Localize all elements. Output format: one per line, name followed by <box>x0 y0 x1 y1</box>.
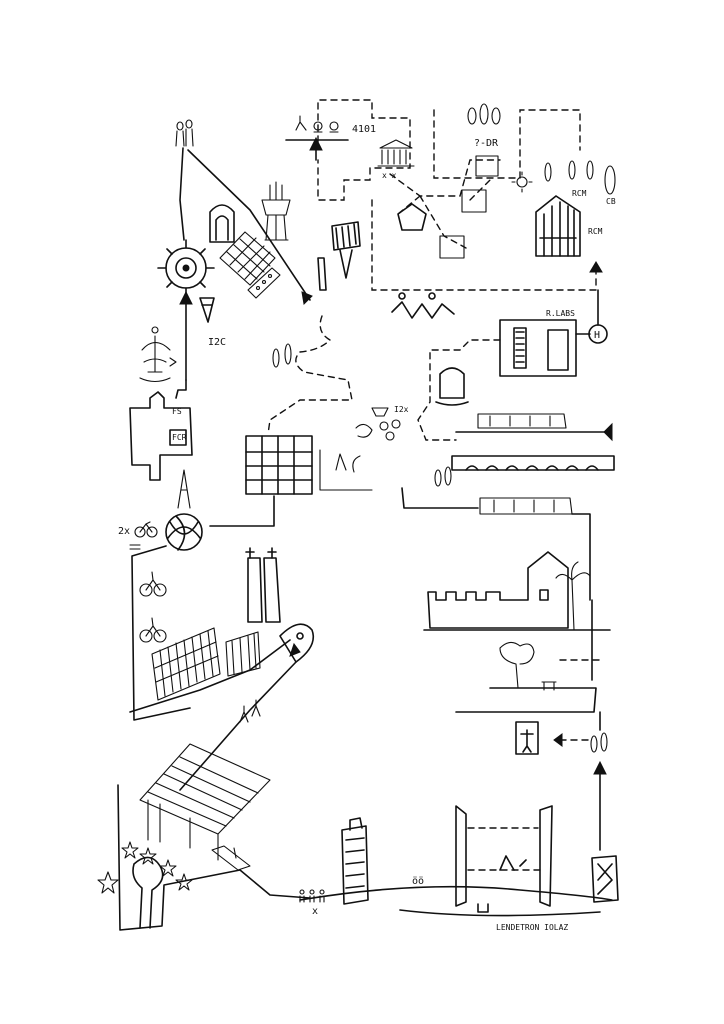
dashed-loop-top <box>317 99 411 201</box>
tree-icon-bottom-left <box>132 856 164 929</box>
roundabout-icon <box>157 239 215 297</box>
label-rcm-top: RCM <box>572 189 587 198</box>
route-line-top-left <box>179 147 185 241</box>
arrow-up-right <box>593 760 607 775</box>
label-x-bottom: x <box>312 906 318 917</box>
stadium-icon <box>279 623 315 663</box>
r-labs-building <box>499 319 577 377</box>
bowl-icon <box>371 407 389 417</box>
walking-figures-small <box>239 699 261 723</box>
tram-icon-bottom <box>479 497 573 515</box>
route-line-viaduct <box>401 487 479 509</box>
ground-line-tree <box>455 687 597 713</box>
pentagon-node <box>397 203 427 231</box>
zigzag-sun-row <box>391 292 455 319</box>
star-icons <box>97 841 193 894</box>
route-line-knot-down <box>131 545 191 721</box>
barn-building-icon <box>535 195 581 257</box>
route-line-diagonal <box>187 149 311 301</box>
frame-left-bottom <box>117 784 311 931</box>
gateway-bridge-icon <box>399 805 601 917</box>
label-bottom-caption: LENDETRON IOLAZ <box>496 923 568 932</box>
label-rcm-mid: RCM <box>588 227 603 236</box>
window-figure-icon <box>515 721 539 755</box>
palm-tree-icon <box>555 561 591 631</box>
dashed-loop-top-right <box>433 109 581 179</box>
arrow-left-window <box>553 733 563 747</box>
label-2x: 2x <box>118 526 130 537</box>
arrow-to-stadium <box>289 642 301 657</box>
label-cb: CB <box>606 197 616 206</box>
temple-icon <box>377 139 415 167</box>
tombstone-icon <box>435 367 469 406</box>
ground-curve-bottom <box>299 885 613 901</box>
dashed-winding-mid <box>267 315 353 435</box>
label-xx: x x <box>382 171 397 180</box>
arrow-up-top <box>309 136 323 151</box>
route-line-tram-bottom <box>571 513 591 601</box>
route-line-grid-left <box>209 495 275 527</box>
wall-houses-row <box>427 551 569 629</box>
arrow-down-pier <box>301 291 313 306</box>
people-group-top <box>295 115 339 133</box>
figures-top-right <box>467 103 501 125</box>
route-line-h <box>575 289 599 335</box>
label-fcr: FCR <box>172 433 187 442</box>
cone-icon <box>199 297 215 323</box>
carousel-icon <box>139 326 177 383</box>
tram-icon-top <box>477 413 567 429</box>
arch-doorway-icon <box>209 204 235 243</box>
label-dots: öö <box>412 876 424 887</box>
knot-globe-icon <box>165 513 203 551</box>
boat-icon <box>211 845 251 871</box>
square-node-3 <box>439 235 465 259</box>
highrise-building-icon <box>341 817 369 905</box>
shrimp-circles-icon <box>355 419 401 441</box>
hatched-wall-panel <box>151 627 221 701</box>
equals-mark <box>129 544 141 550</box>
figures-mid <box>272 343 292 368</box>
bicycle-icon-low <box>139 617 167 643</box>
dashed-loop-blob <box>417 339 501 441</box>
dashed-main-connector <box>371 199 597 291</box>
tree-with-bench-icon <box>499 641 557 691</box>
arrow-up-head <box>179 290 193 305</box>
machine-icon-bottom-right <box>591 855 619 903</box>
fs-building-icon <box>129 391 193 481</box>
square-node-2 <box>461 189 487 213</box>
figures-viaduct <box>434 466 452 487</box>
sun-icon <box>511 171 533 193</box>
label-h: H <box>594 330 600 341</box>
arrow-up-rcm <box>589 261 603 273</box>
route-line-winding <box>129 639 291 713</box>
plant-figures-icon <box>319 449 373 491</box>
dashed-network <box>389 159 501 249</box>
twin-tower-icon <box>245 547 281 623</box>
route-line-stadium <box>179 661 297 791</box>
figures-window-right <box>590 732 608 753</box>
figure-pair-top-left <box>175 119 194 147</box>
label-dr: ?-DR <box>474 138 499 149</box>
figures-rcm-group <box>544 160 616 195</box>
label-i2x: I2x <box>394 405 409 414</box>
pier-icon <box>317 221 361 291</box>
label-i2c: I2C <box>208 337 226 348</box>
bicycle-icon-top <box>134 521 158 538</box>
corrugated-canopy <box>139 743 271 861</box>
route-line-fs-up <box>175 379 187 399</box>
eiffel-tower-icon <box>177 469 191 509</box>
label-fs: FS <box>172 407 182 416</box>
tower-icon <box>261 181 291 241</box>
grid-plaza-icon <box>219 231 281 299</box>
square-node-1 <box>475 155 499 177</box>
label-r-labs: R.LABS <box>546 309 575 318</box>
arrow-left-tram <box>603 422 613 442</box>
viaduct-icon <box>451 455 615 471</box>
label-4101: 4101 <box>352 124 376 135</box>
bicycle-icon-mid <box>139 571 167 597</box>
grid-building-icon <box>245 435 313 495</box>
hatched-block <box>225 631 261 677</box>
